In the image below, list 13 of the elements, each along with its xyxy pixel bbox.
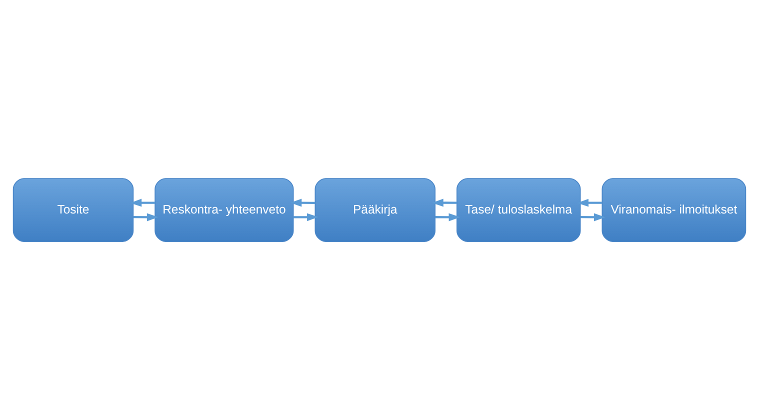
arrow [435, 212, 460, 221]
arrow [577, 198, 602, 206]
arrow [134, 212, 158, 221]
node-box: Reskontra- yhteenveto [154, 178, 294, 242]
arrow [294, 212, 318, 221]
node-box: Tosite [12, 178, 134, 242]
node-box: Viranomais- ilmoitukset [602, 178, 746, 242]
arrow [290, 198, 316, 206]
arrow [580, 212, 606, 221]
node-box: Tase/ tuloslaskelma [456, 178, 581, 242]
arrow [432, 198, 457, 206]
arrow [130, 198, 156, 206]
node-box: Pääkirja [314, 178, 436, 242]
